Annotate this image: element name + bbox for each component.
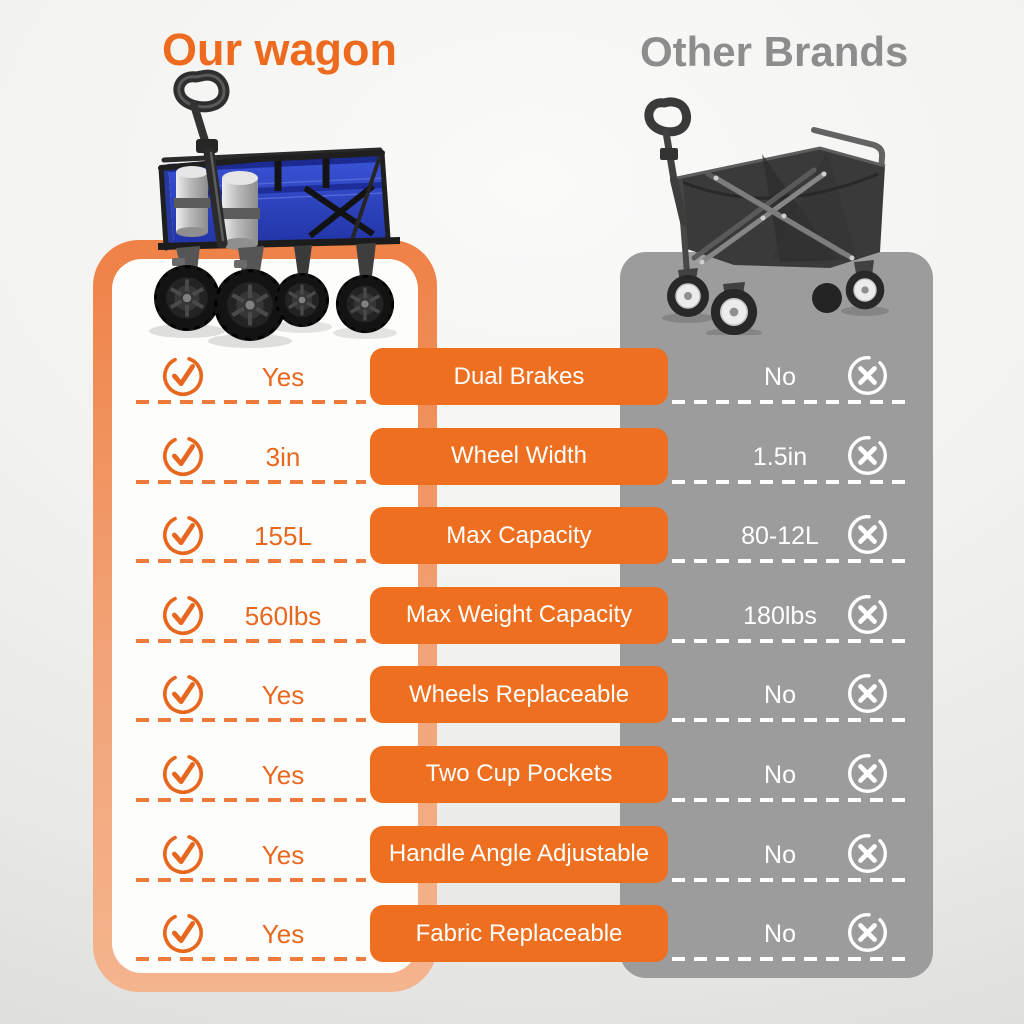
x-circle-icon: [848, 435, 887, 475]
x-circle-icon: [848, 594, 887, 634]
check-circle-icon: [162, 355, 204, 397]
their-value: No: [764, 760, 796, 789]
x-circle-icon: [848, 913, 887, 953]
row-divider-right: [672, 559, 912, 564]
x-circle-icon: [848, 674, 887, 714]
their-value: No: [764, 681, 796, 710]
comparison-row: Yes Fabric Replaceable No: [0, 894, 1024, 974]
row-divider-left: [136, 718, 366, 723]
our-value: Yes: [261, 759, 305, 790]
row-divider-left: [136, 877, 366, 882]
comparison-row: 3in Wheel Width 1.5in: [0, 417, 1024, 497]
our-value: Yes: [261, 839, 305, 870]
row-divider-right: [672, 957, 912, 962]
row-divider-left: [136, 559, 366, 564]
x-circle-icon: [848, 356, 887, 395]
row-divider-left: [136, 638, 366, 643]
feature-pill: Handle Angle Adjustable: [370, 825, 668, 883]
feature-pill: Wheels Replaceable: [370, 666, 668, 724]
check-circle-icon: [162, 435, 204, 476]
check-circle-icon: [162, 753, 204, 794]
feature-pill: Dual Brakes: [370, 348, 668, 405]
our-value: 3in: [265, 441, 301, 472]
blue-wagon-image: [149, 69, 400, 348]
comparison-row: Yes Wheels Replaceable No: [0, 655, 1024, 735]
comparison-row: 560lbs Max Weight Capacity 180lbs: [0, 576, 1024, 656]
our-value: 560lbs: [244, 600, 322, 631]
x-circle-icon: [848, 753, 887, 793]
comparison-row: Yes Dual Brakes No: [0, 337, 1024, 417]
check-circle-icon: [162, 833, 204, 874]
gray-wagon-image: [644, 97, 889, 335]
our-value: Yes: [261, 362, 305, 392]
x-circle-icon: [848, 515, 887, 555]
comparison-rows: Yes Dual Brakes No 3in Wheel Width 1.5in…: [0, 337, 1024, 974]
other-brands-title: Other Brands: [640, 28, 909, 75]
comparison-row: Yes Handle Angle Adjustable No: [0, 815, 1024, 895]
their-value: 180lbs: [743, 601, 817, 630]
comparison-row: 155L Max Capacity 80-12L: [0, 496, 1024, 576]
row-divider-left: [136, 797, 366, 802]
comparison-row: Yes Two Cup Pockets No: [0, 735, 1024, 815]
our-value: 155L: [254, 521, 312, 552]
their-value: 1.5in: [752, 442, 808, 471]
feature-pill: Two Cup Pockets: [370, 745, 668, 803]
other-brands-panel: [620, 252, 933, 978]
our-value: Yes: [261, 680, 305, 711]
row-divider-right: [672, 877, 912, 882]
row-divider-right: [672, 479, 912, 484]
feature-pill: Fabric Replaceable: [370, 905, 668, 963]
feature-pill: Max Capacity: [370, 507, 668, 565]
our-wagon-title: Our wagon: [162, 24, 397, 75]
our-value: Yes: [261, 919, 305, 950]
check-circle-icon: [162, 913, 204, 954]
check-circle-icon: [162, 594, 204, 635]
their-value: No: [764, 840, 796, 869]
feature-pill: Max Weight Capacity: [370, 586, 668, 644]
row-divider-right: [672, 718, 912, 723]
row-divider-left: [136, 400, 366, 404]
row-divider-right: [672, 638, 912, 643]
their-value: No: [764, 920, 796, 949]
their-value: 80-12L: [741, 522, 819, 551]
check-circle-icon: [162, 674, 204, 715]
check-circle-icon: [162, 515, 204, 556]
row-divider-right: [672, 797, 912, 802]
feature-pill: Wheel Width: [370, 427, 668, 485]
row-divider-right: [672, 400, 912, 404]
x-circle-icon: [848, 833, 887, 873]
their-value: No: [764, 363, 796, 391]
row-divider-left: [136, 957, 366, 962]
row-divider-left: [136, 479, 366, 484]
